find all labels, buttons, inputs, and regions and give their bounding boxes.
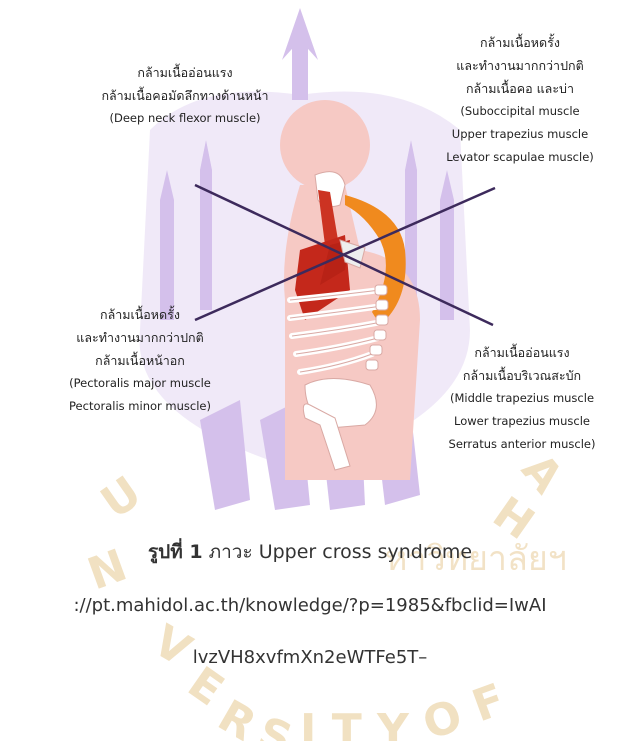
label-line: กล้ามเนื้ออ่อนแรง: [55, 61, 315, 84]
label-line: และทำงานมากกว่าปกติ: [410, 54, 620, 77]
label-weak-scapular: กล้ามเนื้ออ่อนแรง กล้ามเนื้อบริเวณสะบัก …: [412, 341, 620, 456]
figure-caption-text: ภาวะ Upper cross syndrome: [209, 541, 472, 563]
label-line: Lower trapezius muscle: [412, 410, 620, 433]
label-line: กล้ามเนื้อหดรั้ง: [410, 31, 620, 54]
figure-caption: รูปที่ 1 ภาวะ Upper cross syndrome: [0, 537, 620, 567]
label-line: กล้ามเนื้อหดรั้ง: [35, 303, 245, 326]
figure-number: รูปที่ 1: [148, 541, 203, 563]
label-line: และทำงานมากกว่าปกติ: [35, 326, 245, 349]
label-weak-deep-neck-flexors: กล้ามเนื้ออ่อนแรง กล้ามเนื้อคอมัดลึกทางด…: [55, 61, 315, 130]
label-line: Serratus anterior muscle): [412, 433, 620, 456]
label-line: Pectoralis minor muscle): [35, 395, 245, 418]
source-url-line-2: lvzVH8xvfmXn2eWTFe5T–: [0, 647, 620, 668]
label-tight-neck-shoulder: กล้ามเนื้อหดรั้ง และทำงานมากกว่าปกติ กล้…: [410, 31, 620, 169]
label-line: (Deep neck flexor muscle): [55, 107, 315, 130]
label-line: กล้ามเนื้อคอมัดลึกทางด้านหน้า: [55, 84, 315, 107]
label-line: Upper trapezius muscle: [410, 123, 620, 146]
label-line: (Suboccipital muscle: [410, 100, 620, 123]
label-line: กล้ามเนื้ออ่อนแรง: [412, 341, 620, 364]
label-line: (Middle trapezius muscle: [412, 387, 620, 410]
label-line: กล้ามเนื้อคอ และบ่า: [410, 77, 620, 100]
label-line: Levator scapulae muscle): [410, 146, 620, 169]
label-line: กล้ามเนื้อบริเวณสะบัก: [412, 364, 620, 387]
label-tight-pectorals: กล้ามเนื้อหดรั้ง และทำงานมากกว่าปกติ กล้…: [35, 303, 245, 418]
label-line: กล้ามเนื้อหน้าอก: [35, 349, 245, 372]
label-line: (Pectoralis major muscle: [35, 372, 245, 395]
source-url-line-1: ://pt.mahidol.ac.th/knowledge/?p=1985&fb…: [0, 595, 620, 616]
